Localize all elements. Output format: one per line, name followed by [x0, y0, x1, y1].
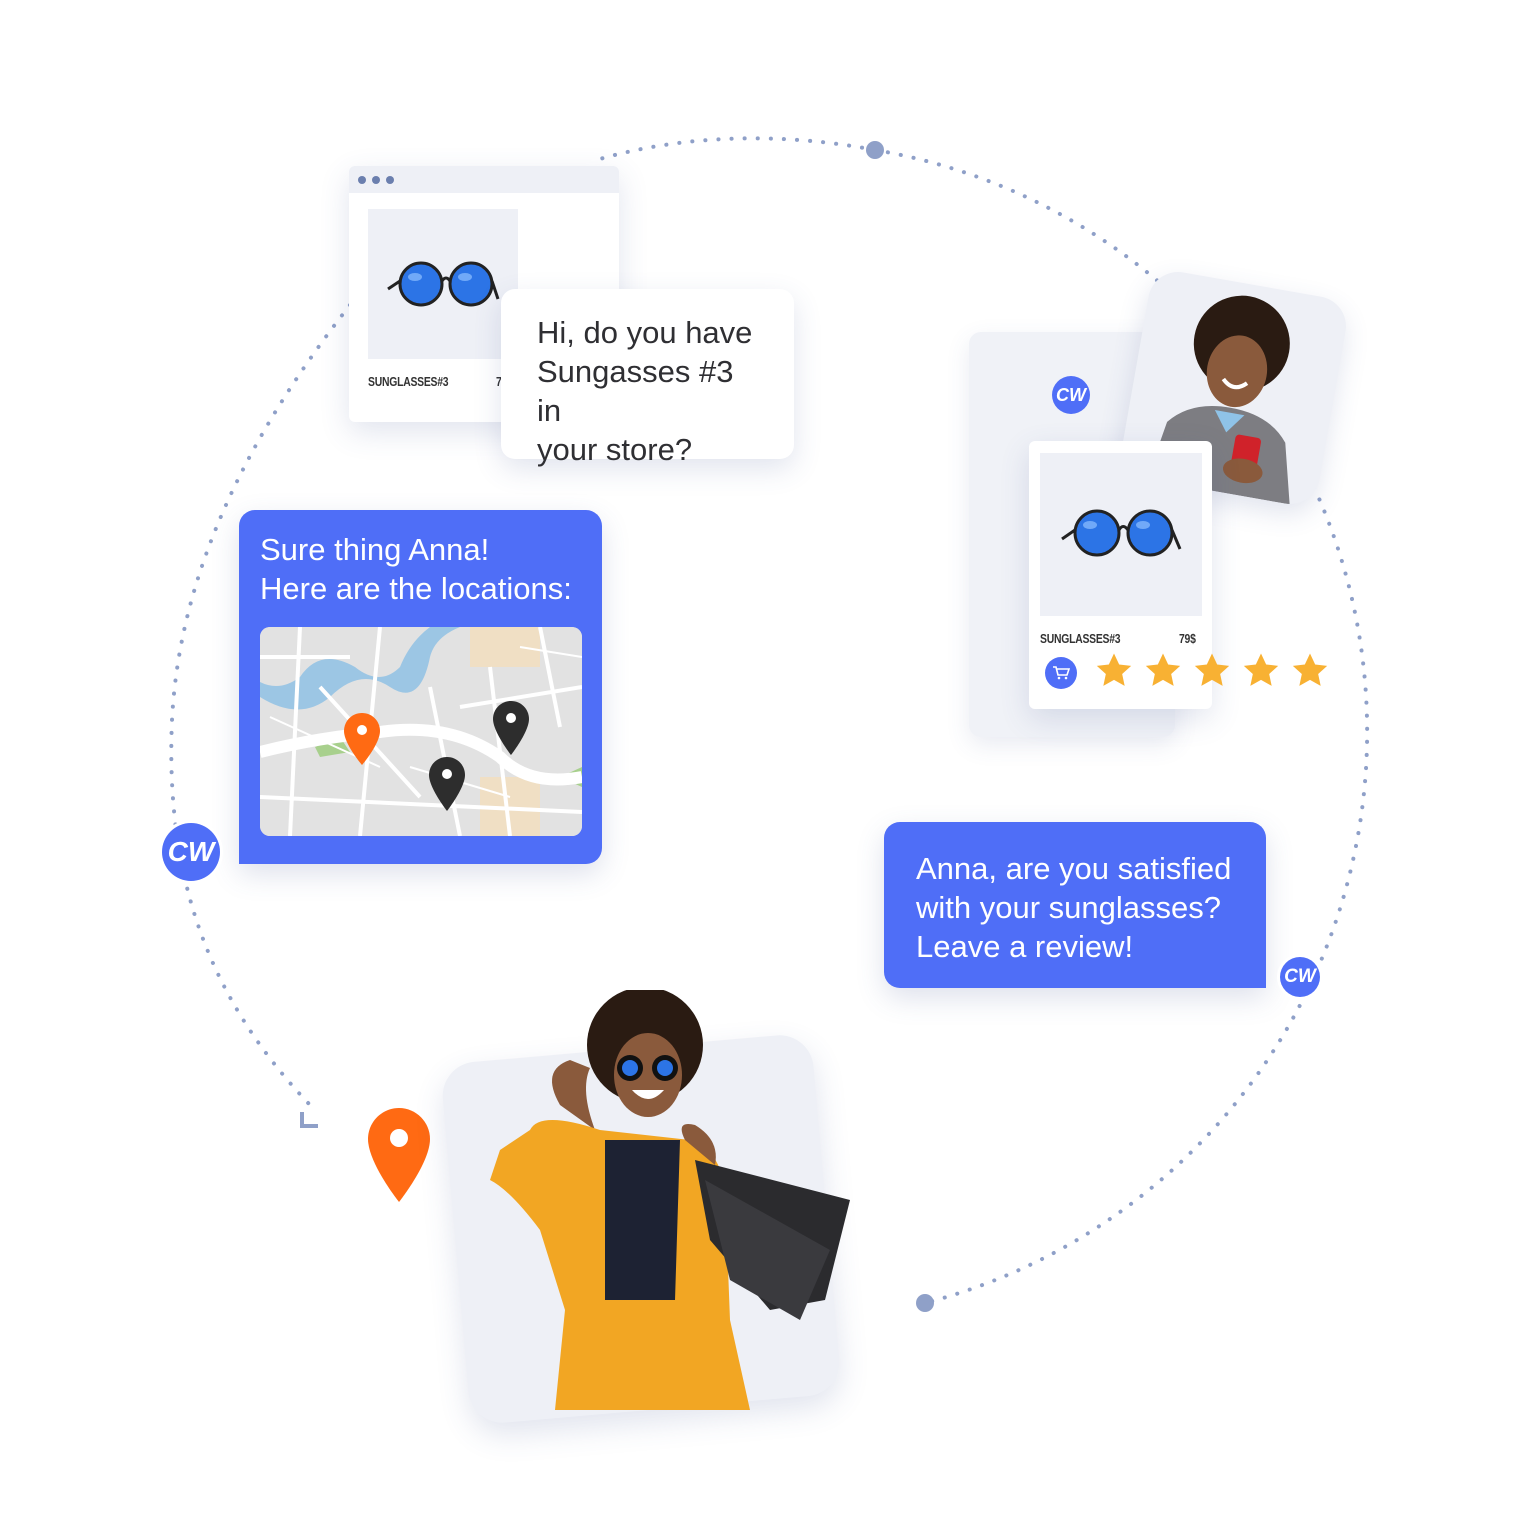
product-name: SUNGLASSES#3: [1040, 631, 1121, 646]
map-pin-store-icon[interactable]: [493, 701, 529, 755]
browser-title-bar: [349, 166, 619, 193]
review-request-bubble: Anna, are you satisfied with your sungla…: [884, 822, 1266, 988]
star-icon[interactable]: [1094, 651, 1134, 691]
cw-logo-text: CW: [1056, 384, 1086, 405]
message-line: Anna, are you satisfied: [916, 851, 1232, 886]
message-line: Leave a review!: [916, 929, 1134, 964]
message-line: Hi, do you have: [537, 315, 753, 350]
path-start-dot: [866, 141, 884, 159]
woman-with-phone-illustration: [1146, 295, 1290, 505]
map-thumbnail[interactable]: [260, 627, 582, 836]
customer-question-bubble: Hi, do you have Sungasses #3 in your sto…: [501, 289, 794, 467]
window-dot-icon: [372, 175, 380, 184]
phone-product-card: SUNGLASSES#3 79$: [1029, 441, 1212, 709]
path-arrow-head: [300, 1112, 318, 1128]
window-dot-icon: [358, 175, 366, 184]
cw-logo-badge: CW: [162, 823, 220, 881]
sunglasses-icon: [387, 261, 500, 307]
shopping-cart-icon: [1053, 666, 1070, 680]
rating-stars: [1094, 651, 1330, 691]
message-line: your store?: [537, 432, 693, 467]
message-line: Sungasses #3 in: [537, 354, 734, 428]
star-icon[interactable]: [1192, 651, 1232, 691]
window-dot-icon: [386, 175, 394, 184]
path-end-dot: [916, 1294, 934, 1312]
woman-with-shopping-bags-illustration: [490, 990, 850, 1410]
product-name: SUNGLASSES#3: [368, 374, 449, 389]
star-icon[interactable]: [1290, 651, 1330, 691]
bot-locations-bubble: Sure thing Anna! Here are the locations:: [239, 510, 602, 864]
map-graphic: [260, 627, 582, 836]
map-pin-orange-icon[interactable]: [344, 713, 380, 765]
star-icon[interactable]: [1241, 651, 1281, 691]
product-price: 79$: [1179, 631, 1196, 646]
map-pin-store-icon[interactable]: [429, 757, 465, 811]
location-pin-icon: [368, 1108, 430, 1202]
browser-product-card: SUNGLASSES#3 79$: [349, 166, 619, 422]
add-to-cart-button[interactable]: [1045, 657, 1077, 689]
star-icon[interactable]: [1143, 651, 1183, 691]
sunglasses-icon: [1061, 509, 1182, 557]
cw-logo-badge: CW: [1280, 957, 1320, 997]
cw-logo-text: CW: [1284, 966, 1316, 987]
cw-logo-text: CW: [167, 836, 215, 867]
message-line: Here are the locations:: [260, 571, 572, 606]
message-line: with your sunglasses?: [916, 890, 1221, 925]
customer-photo-card: [1117, 267, 1351, 509]
product-image-frame: [368, 209, 518, 359]
product-image-frame: [1040, 453, 1202, 616]
message-line: Sure thing Anna!: [260, 532, 490, 567]
cw-logo-badge: CW: [1052, 376, 1090, 414]
